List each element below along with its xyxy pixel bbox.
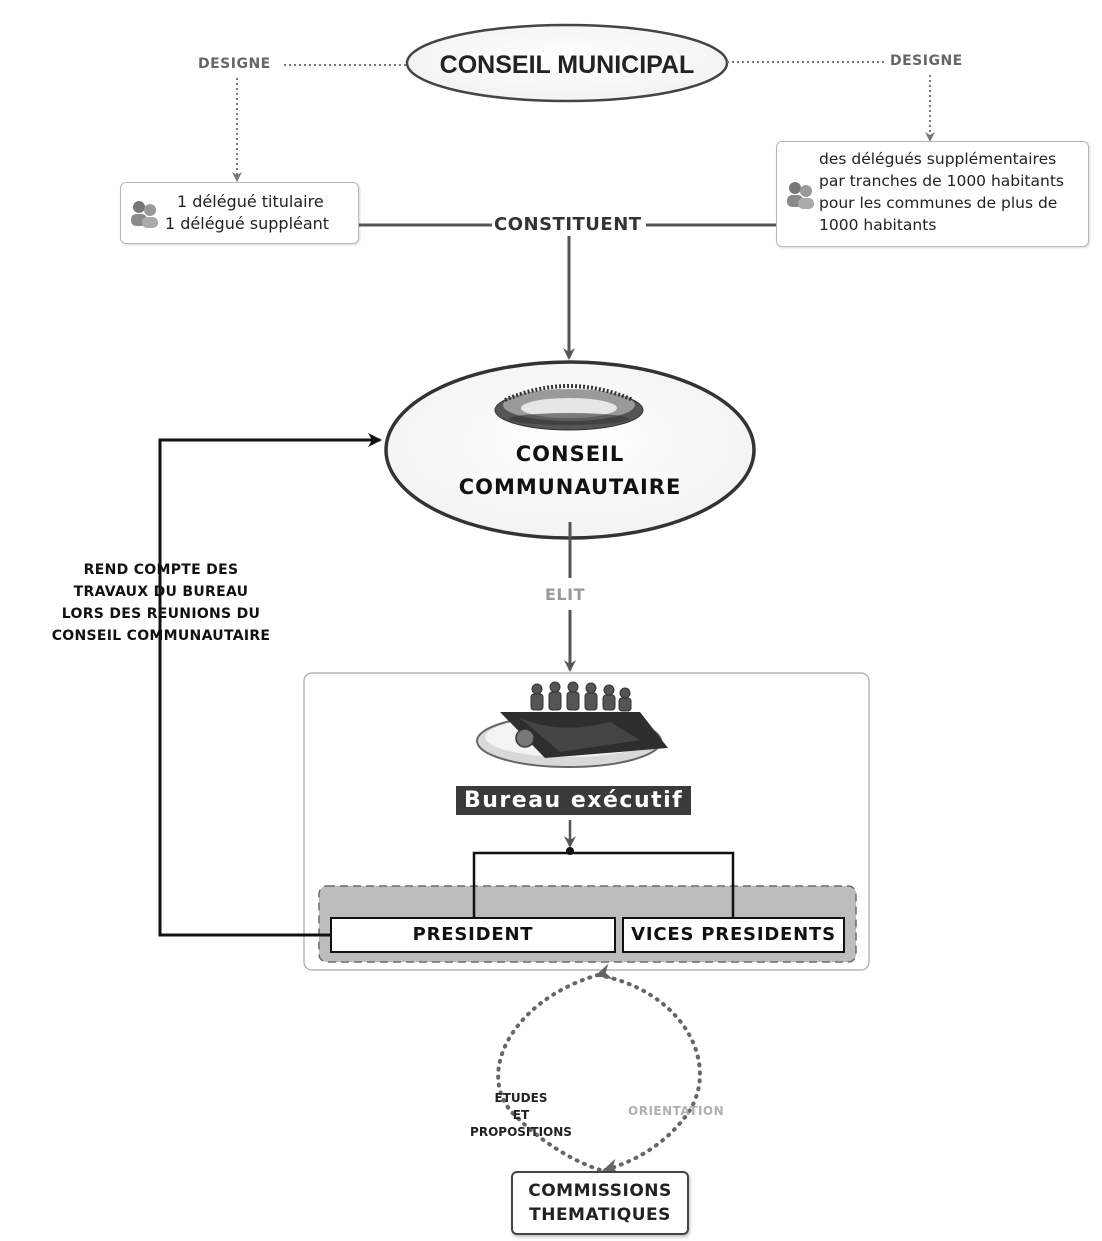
conseil-municipal-label: CONSEIL MUNICIPAL xyxy=(440,51,695,79)
role-bracket xyxy=(472,851,735,918)
rend-compte-connector xyxy=(158,433,382,937)
assembly-hall-icon xyxy=(494,384,644,431)
council-table-icon xyxy=(476,681,668,768)
executive-group xyxy=(318,885,857,963)
etudes-loop xyxy=(496,963,613,1172)
conseil-communautaire-label-2: COMMUNAUTAIRE xyxy=(459,475,682,499)
orientation-loop xyxy=(596,973,702,1175)
conseil-communautaire-label-1: CONSEIL xyxy=(516,442,625,466)
